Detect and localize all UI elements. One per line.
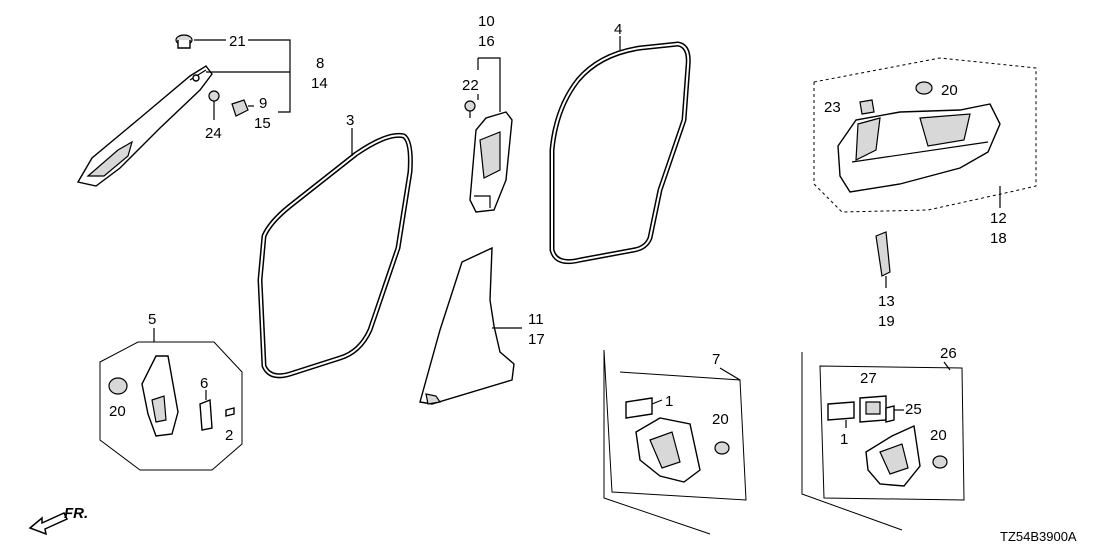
- front-arrow-icon: [28, 512, 69, 536]
- label-5: 5: [148, 311, 156, 328]
- screw-24: [208, 90, 220, 112]
- plate-27: [859, 395, 887, 423]
- label-6: 6: [200, 375, 208, 392]
- kick-panel-5: [141, 355, 179, 437]
- label-18: 18: [990, 230, 1007, 247]
- diagram-code: TZ54B3900A: [1000, 529, 1077, 544]
- b-pillar-lower-garnish: [419, 246, 515, 405]
- label-3: 3: [346, 112, 354, 129]
- clip-21: [175, 34, 193, 49]
- b-pillar-upper-garnish: [469, 111, 513, 213]
- label-25: 25: [905, 401, 922, 418]
- label-13: 13: [878, 293, 895, 310]
- label-20-a: 20: [941, 82, 958, 99]
- clip-20-b: [108, 377, 128, 395]
- clip-20-d: [932, 455, 948, 469]
- group-7-box: [603, 349, 747, 535]
- label-12: 12: [990, 210, 1007, 227]
- label-15: 15: [254, 115, 271, 132]
- label-16: 16: [478, 33, 495, 50]
- rear-pillar-group-box: [813, 57, 1037, 213]
- group-5-box: [99, 341, 243, 471]
- bracket-13: [875, 231, 891, 277]
- label-17: 17: [528, 331, 545, 348]
- label-20-d: 20: [930, 427, 947, 444]
- label-27: 27: [860, 370, 877, 387]
- kick-panel-26: [865, 424, 921, 487]
- label-23: 23: [824, 99, 841, 116]
- front-door-weatherstrip: [257, 132, 413, 379]
- clip-20-c: [714, 441, 730, 455]
- label-22: 22: [462, 77, 479, 94]
- group-26-box: [801, 352, 965, 531]
- trim-6: [199, 398, 213, 431]
- rear-pillar-garnish: [837, 103, 1001, 193]
- tape-2: [225, 407, 235, 417]
- a-pillar-garnish: [76, 65, 213, 187]
- pad-1-a: [625, 397, 653, 419]
- label-8: 8: [316, 55, 324, 72]
- label-26: 26: [940, 345, 957, 362]
- clip-20-a: [915, 81, 933, 95]
- clip-22: [464, 100, 476, 118]
- label-7: 7: [712, 351, 720, 368]
- label-19: 19: [878, 313, 895, 330]
- pad-1-b: [827, 401, 855, 421]
- label-20-b: 20: [109, 403, 126, 420]
- label-21: 21: [229, 33, 246, 50]
- label-20-c: 20: [712, 411, 729, 428]
- label-24: 24: [205, 125, 222, 142]
- label-1-b: 1: [840, 431, 848, 448]
- cover-9: [231, 99, 249, 117]
- label-2: 2: [225, 427, 233, 444]
- label-1-a: 1: [665, 393, 673, 410]
- kick-panel-7: [635, 417, 701, 483]
- front-label: FR.: [64, 505, 88, 522]
- clip-23: [859, 99, 875, 115]
- label-9: 9: [259, 95, 267, 112]
- pad-25: [885, 405, 895, 423]
- label-10: 10: [478, 13, 495, 30]
- label-4: 4: [614, 21, 622, 38]
- label-14: 14: [311, 75, 328, 92]
- label-11: 11: [528, 311, 544, 328]
- rear-door-weatherstrip: [549, 41, 691, 265]
